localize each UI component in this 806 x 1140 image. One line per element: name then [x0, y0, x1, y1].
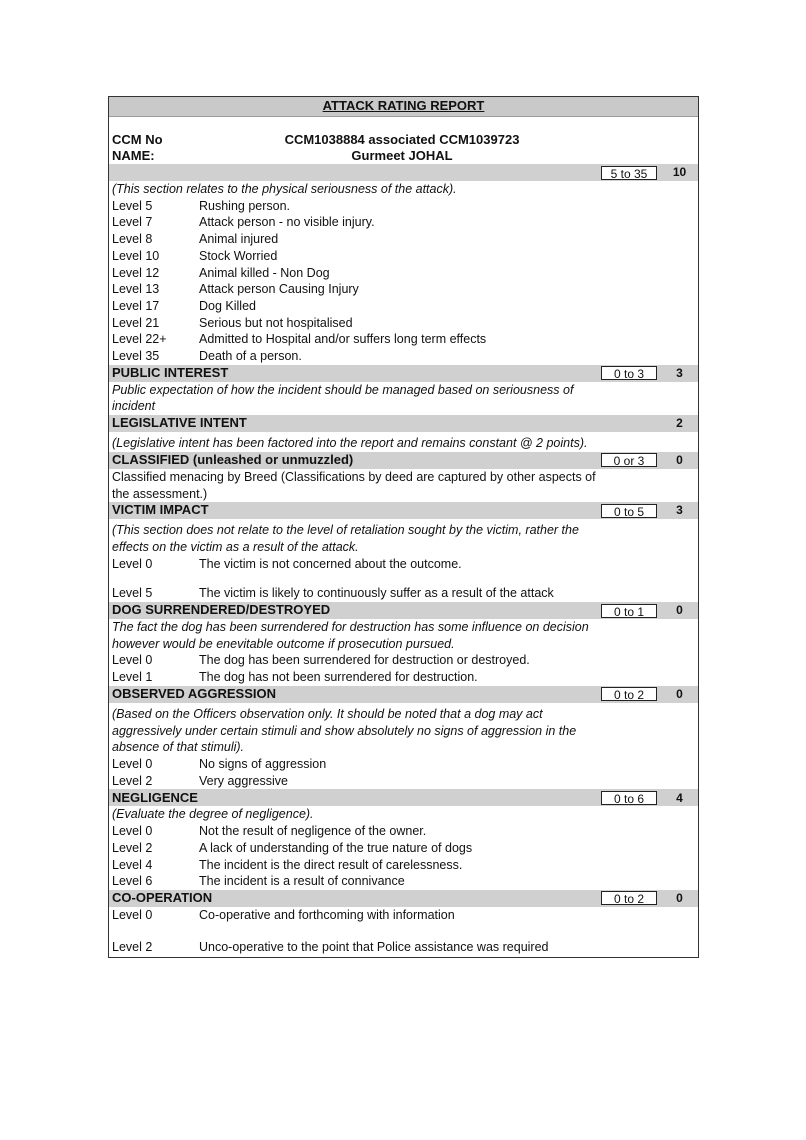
section-description: Classified menacing by Breed (Classifica…	[112, 469, 596, 501]
range-box: 0 to 2	[601, 891, 657, 906]
spacer	[109, 924, 698, 939]
section-description: The fact the dog has been surrendered fo…	[112, 620, 589, 651]
score-value: 0	[676, 452, 683, 467]
score-value: 0	[676, 891, 683, 906]
score-value: 3	[676, 503, 683, 518]
section-name: LEGISLATIVE INTENT	[112, 415, 247, 431]
range-box: 0 to 6	[601, 790, 657, 806]
range-box: 5 to 35	[601, 165, 657, 181]
report-title: ATTACK RATING REPORT	[322, 98, 485, 114]
section-name: CO-OPERATION	[112, 890, 213, 906]
section-header-seriousness: 5 to 35 10	[109, 164, 698, 181]
ccm-number-row: CCM No CCM1038884 associated CCM1039723	[109, 132, 698, 148]
report-title-bar: ATTACK RATING REPORT	[109, 97, 698, 117]
section-header-public-interest: PUBLIC INTEREST 0 to 3 3	[109, 364, 698, 382]
section-description: (This section relates to the physical se…	[112, 182, 457, 196]
score-value: 0	[676, 603, 683, 618]
range-box: 0 to 1	[601, 603, 657, 619]
score-value: 10	[672, 165, 687, 180]
section-name: PUBLIC INTEREST	[112, 364, 229, 380]
section-name: VICTIM IMPACT	[112, 502, 209, 518]
section-header-dog-surrendered: DOG SURRENDERED/DESTROYED 0 to 1 0	[109, 602, 698, 620]
score-value: 2	[676, 416, 683, 431]
score-value: 4	[676, 790, 683, 805]
section-header-victim-impact: VICTIM IMPACT 0 to 5 3	[109, 502, 698, 520]
section-description: (This section does not relate to the lev…	[112, 523, 579, 554]
range-box: 0 or 3	[601, 453, 657, 468]
section-description: (Based on the Officers observation only.…	[112, 706, 577, 755]
attack-rating-report: ATTACK RATING REPORT CCM No CCM1038884 a…	[108, 96, 699, 959]
range-box: 0 to 3	[601, 366, 657, 381]
section-header-observed-aggression: OBSERVED AGGRESSION 0 to 2 0	[109, 685, 698, 703]
name-row: NAME: Gurmeet JOHAL	[109, 148, 698, 164]
level-row: Level 22+Admitted to Hospital and/or suf…	[112, 332, 487, 347]
spacer	[109, 117, 698, 132]
section-header-negligence: NEGLIGENCE 0 to 6 4	[109, 789, 698, 807]
score-value: 3	[676, 365, 683, 380]
section-name: CLASSIFIED (unleashed or unmuzzled)	[112, 451, 354, 467]
section-description: Public expectation of how the incident s…	[112, 382, 574, 414]
range-box: 0 to 2	[601, 687, 657, 702]
section-header-classified: CLASSIFIED (unleashed or unmuzzled) 0 or…	[109, 451, 698, 469]
section-header-legislative-intent: LEGISLATIVE INTENT 2	[109, 415, 698, 433]
name-value: Gurmeet JOHAL	[351, 148, 453, 163]
section-name: NEGLIGENCE	[112, 789, 198, 805]
spacer	[109, 572, 698, 585]
name-label: NAME:	[112, 148, 155, 163]
section-name: DOG SURRENDERED/DESTROYED	[112, 602, 331, 618]
ccm-number-value: CCM1038884 associated CCM1039723	[284, 132, 520, 147]
range-box: 0 to 5	[601, 503, 657, 519]
ccm-number-label: CCM No	[112, 132, 163, 147]
section-name: OBSERVED AGGRESSION	[112, 686, 276, 702]
score-value: 0	[676, 687, 683, 702]
section-description: (Legislative intent has been factored in…	[112, 436, 588, 451]
section-description: (Evaluate the degree of negligence).	[112, 807, 314, 822]
section-header-co-operation: CO-OPERATION 0 to 2 0	[109, 889, 698, 907]
